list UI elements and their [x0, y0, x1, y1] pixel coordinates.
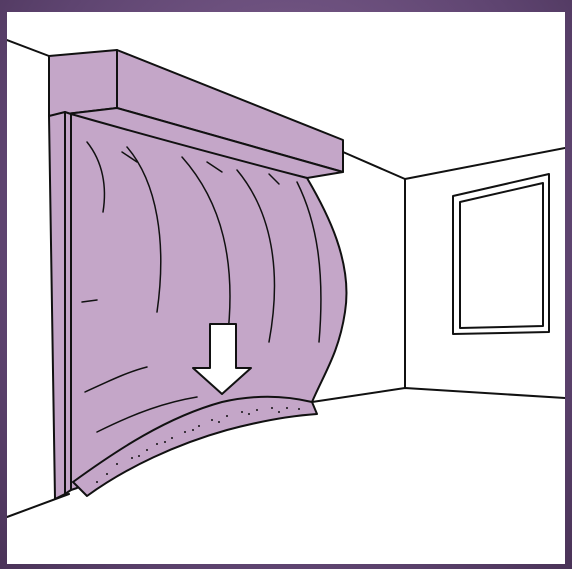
window-frame — [453, 174, 549, 334]
illustration-panel — [7, 12, 565, 564]
window-pane — [460, 183, 543, 328]
ceiling-line-right — [343, 148, 565, 179]
valance-side — [49, 50, 117, 116]
ceiling-line-left — [7, 40, 49, 56]
floor-line-right — [312, 388, 565, 402]
left-jamb — [49, 112, 65, 499]
room-illustration — [7, 12, 565, 564]
